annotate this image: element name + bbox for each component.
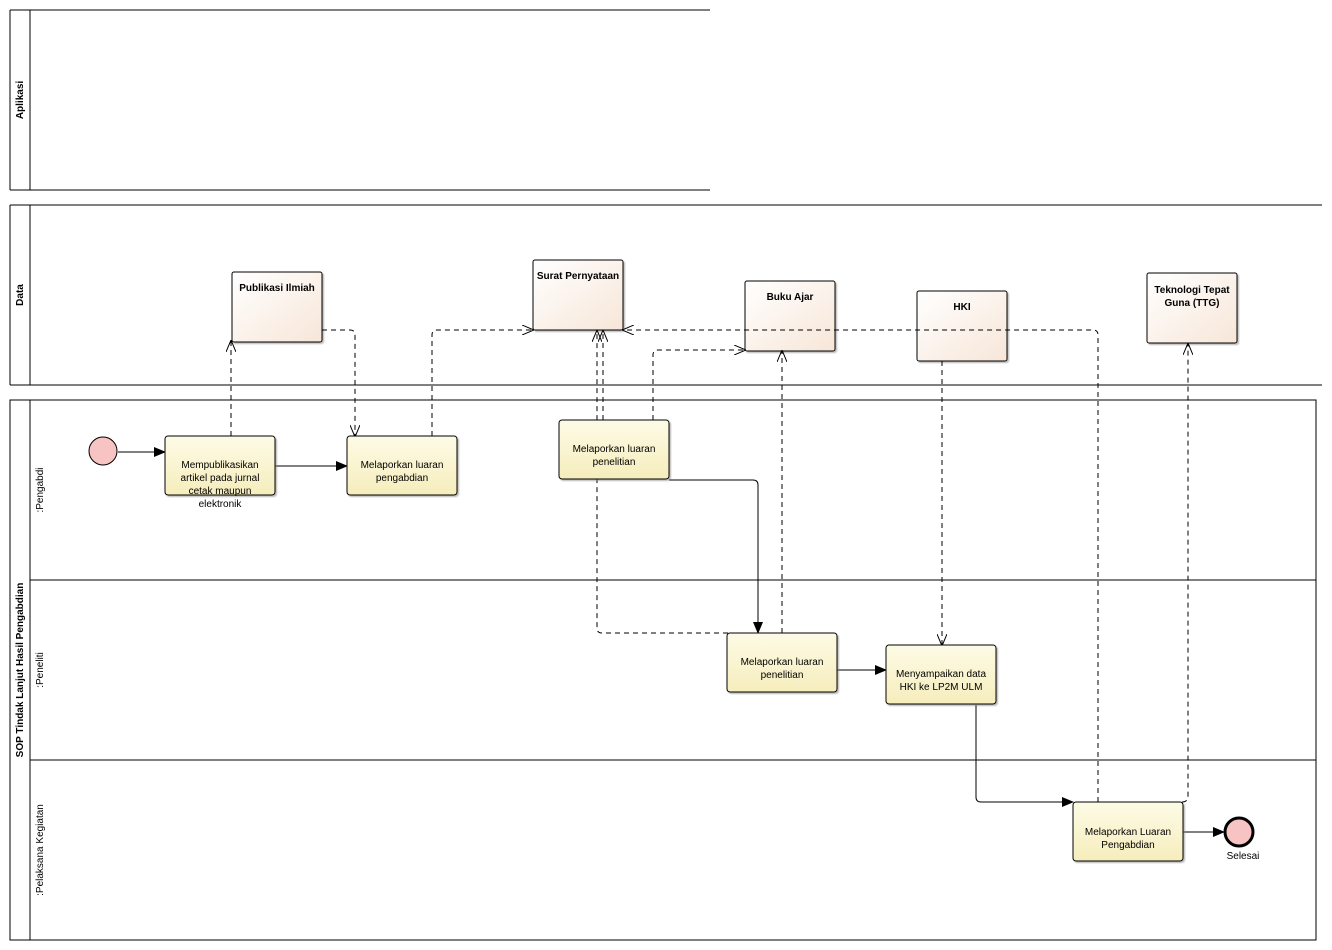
task-label: artikel pada jurnal — [181, 473, 260, 484]
data-object-label: Teknologi Tepat — [1154, 285, 1230, 296]
lane-peneliti-label: :Peneliti — [35, 652, 46, 688]
assoc-t6-ttg — [1181, 344, 1188, 803]
sequence-flows — [118, 447, 1225, 837]
data-object-label: HKI — [953, 302, 970, 313]
task-label: Melaporkan Luaran — [1085, 827, 1171, 838]
lane-pelaksana-label: :Pelaksana Kegiatan — [35, 804, 46, 896]
task-label: Menyampaikan data — [896, 669, 986, 680]
data-object-label: Surat Pernyataan — [537, 271, 619, 282]
data-object-hki[interactable]: HKI — [916, 290, 1008, 362]
assoc-t6-surat — [623, 330, 1099, 802]
task-label: penelitian — [761, 670, 804, 681]
data-object-label: Publikasi Ilmiah — [239, 283, 315, 294]
task-label: elektronik — [199, 499, 243, 510]
pool-data-label: Data — [15, 284, 26, 306]
data-object-buku-ajar[interactable]: Buku Ajar — [744, 280, 836, 352]
end-event-label: Selesai — [1227, 851, 1260, 862]
pool-aplikasi: Aplikasi — [9, 9, 710, 191]
task-label: penelitian — [593, 457, 636, 468]
pool-data: Data — [9, 204, 1322, 386]
end-event[interactable]: Selesai — [1223, 816, 1260, 862]
task-menyampaikan-data-hki[interactable]: Menyampaikan data HKI ke LP2M ULM — [885, 644, 997, 705]
assoc-publikasi-t2 — [322, 329, 355, 436]
start-event[interactable] — [88, 436, 118, 466]
task-melaporkan-luaran-pengabdian[interactable]: Melaporkan luaran pengabdian — [346, 435, 458, 496]
task-label: Melaporkan luaran — [573, 444, 656, 455]
data-object-publikasi-ilmiah[interactable]: Publikasi Ilmiah — [231, 271, 323, 343]
flow-t5-t6 — [975, 705, 1074, 807]
data-object-label: Buku Ajar — [767, 292, 814, 303]
data-object-label: Guna (TTG) — [1165, 298, 1220, 309]
task-label: Mempublikasikan — [181, 460, 258, 471]
data-associations — [231, 329, 1188, 803]
task-label: Melaporkan luaran — [741, 657, 824, 668]
task-melaporkan-luaran-penelitian-peneliti[interactable]: Melaporkan luaran penelitian — [726, 632, 838, 693]
task-label: Pengabdian — [1101, 840, 1154, 851]
flow-t3-t4 — [669, 479, 763, 634]
data-object-surat-pernyataan[interactable]: Surat Pernyataan — [532, 259, 624, 331]
pool-main-label: SOP Tindak Lanjut Hasil Pengabdian — [15, 583, 26, 758]
assoc-t4-surat — [597, 331, 728, 634]
pool-main: SOP Tindak Lanjut Hasil Pengabdian :Peng… — [9, 399, 1317, 941]
task-label: pengabdian — [376, 473, 428, 484]
task-mempublikasikan-artikel[interactable]: Mempublikasikan artikel pada jurnal ceta… — [164, 435, 276, 510]
pool-aplikasi-label: Aplikasi — [15, 81, 26, 120]
lane-pengabdi-label: :Pengabdi — [35, 467, 46, 512]
data-object-ttg[interactable]: Teknologi Tepat Guna (TTG) — [1146, 272, 1238, 344]
assoc-t2-surat — [431, 330, 533, 436]
assoc-t3-buku — [652, 350, 745, 420]
task-label: cetak maupun — [189, 486, 252, 497]
task-label: Melaporkan luaran — [361, 460, 444, 471]
task-melaporkan-luaran-penelitian-pengabdi[interactable]: Melaporkan luaran penelitian — [558, 419, 670, 480]
task-melaporkan-luaran-pengabdian-pelaksana[interactable]: Melaporkan Luaran Pengabdian — [1072, 801, 1184, 862]
task-label: HKI ke LP2M ULM — [900, 682, 983, 693]
